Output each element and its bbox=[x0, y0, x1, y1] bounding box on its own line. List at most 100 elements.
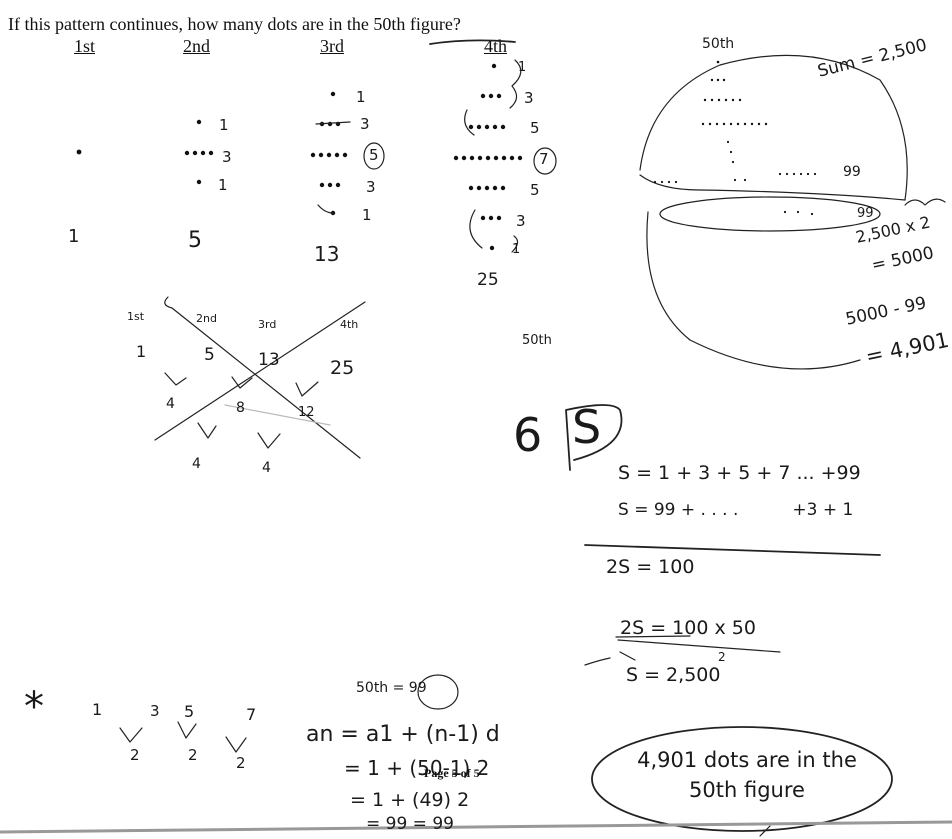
fig3-row3-label: 5 bbox=[369, 146, 379, 164]
fig1-dot bbox=[76, 149, 82, 155]
check-2 bbox=[231, 376, 253, 389]
fig2-row2-label: 3 bbox=[222, 148, 232, 166]
odd-diff-1: 2 bbox=[130, 746, 140, 764]
fig4-hook bbox=[511, 235, 519, 253]
scribble bbox=[584, 651, 636, 666]
fig3-strike bbox=[315, 121, 351, 125]
fig3-circle bbox=[363, 142, 385, 170]
odd-check-2 bbox=[177, 721, 197, 739]
big-figure-ellipse bbox=[659, 196, 881, 232]
fig4-row1-label: 1 bbox=[518, 60, 527, 75]
odd-diff-2: 2 bbox=[188, 746, 198, 764]
fig2-dots bbox=[184, 119, 214, 185]
page-edge bbox=[0, 820, 952, 834]
check-1 bbox=[164, 372, 187, 386]
table-second-diff-2: 4 bbox=[262, 460, 271, 476]
page-footer: Page 5 of 5 bbox=[424, 766, 480, 780]
big-figure-label: 50th bbox=[702, 36, 735, 52]
odd-diff-3: 2 bbox=[236, 754, 246, 772]
big-figure-mid-line bbox=[639, 174, 906, 201]
fig4-row4-label: 7 bbox=[539, 150, 549, 168]
formula-50th: 50th = 99 bbox=[356, 680, 427, 696]
big-figure-bottom-arc bbox=[646, 211, 861, 370]
fig4-row7-label: 1 bbox=[512, 242, 521, 257]
big-figure-99-top: 99 bbox=[843, 164, 861, 180]
big-s: S bbox=[572, 400, 602, 454]
question-text: If this pattern continues, how many dots… bbox=[8, 14, 461, 34]
odd-num-1: 1 bbox=[92, 700, 103, 719]
fig3-row5-label: 1 bbox=[362, 206, 372, 224]
sum-line-4: 2S = 100 x 50 bbox=[620, 617, 756, 639]
star-mark: * bbox=[24, 684, 44, 730]
odd-num-7: 7 bbox=[246, 705, 257, 724]
big-figure-dots bbox=[653, 60, 817, 216]
fig4-brace-top bbox=[509, 59, 522, 109]
sum-line-4-denominator: 2 bbox=[718, 650, 726, 664]
table-second-diff-1: 4 bbox=[192, 456, 201, 472]
overline-stroke bbox=[429, 39, 516, 45]
formula-line-4: = 99 = 99 bbox=[366, 814, 454, 834]
table-val-13: 13 bbox=[258, 350, 280, 370]
circle-99 bbox=[417, 674, 459, 710]
label-50th-mid: 50th bbox=[522, 333, 552, 348]
big-figure-squiggle bbox=[904, 198, 946, 206]
sum-line-2: S = 99 + . . . . +3 + 1 bbox=[618, 500, 854, 520]
check-3 bbox=[295, 381, 319, 397]
odd-check-3 bbox=[225, 736, 247, 753]
answer-text: 4,901 dots are in the 50th figure bbox=[637, 748, 857, 802]
fig2-row3-label: 1 bbox=[218, 176, 228, 194]
fig2-row1-label: 1 bbox=[219, 116, 229, 134]
table-val-25: 25 bbox=[330, 357, 355, 379]
fig3-dots bbox=[310, 91, 348, 216]
table-diff-4: 4 bbox=[166, 396, 175, 412]
fig4-dots bbox=[453, 63, 523, 251]
big-figure-top-arc bbox=[639, 54, 908, 201]
odd-check-1 bbox=[119, 727, 143, 743]
fig4-row6-label: 3 bbox=[516, 212, 526, 230]
odd-num-5: 5 bbox=[184, 702, 195, 721]
fig4-row3-label: 5 bbox=[530, 119, 540, 137]
table-line-diag-1 bbox=[164, 296, 361, 459]
fig3-hook bbox=[317, 204, 334, 214]
formula-line-1: an = a1 + (n-1) d bbox=[306, 722, 500, 747]
fig3-count: 13 bbox=[314, 242, 340, 266]
odd-num-3: 3 bbox=[150, 702, 160, 720]
answer-oval bbox=[591, 726, 893, 832]
big-s-box bbox=[565, 404, 623, 471]
table-ord-3rd: 3rd bbox=[258, 318, 277, 331]
table-val-5: 5 bbox=[204, 345, 215, 365]
answer-tail bbox=[759, 825, 771, 837]
fig3-row1-label: 1 bbox=[356, 88, 366, 106]
big-figure-99-bottom: 99 bbox=[857, 206, 874, 221]
table-ord-1st: 1st bbox=[127, 310, 145, 323]
table-ord-2nd: 2nd bbox=[196, 312, 217, 325]
table-diff-8: 8 bbox=[236, 400, 245, 416]
underline-2s bbox=[615, 635, 691, 638]
header-2nd: 2nd bbox=[183, 36, 210, 56]
sum-divider bbox=[584, 544, 881, 556]
table-diff-12: 12 bbox=[298, 405, 315, 420]
table-ord-4th: 4th bbox=[340, 318, 359, 331]
sum-line-1: S = 1 + 3 + 5 + 7 ... +99 bbox=[618, 462, 861, 484]
fraction-bar bbox=[617, 639, 781, 653]
table-line-faint bbox=[224, 404, 331, 426]
fig3-row4-label: 3 bbox=[366, 178, 376, 196]
header-3rd: 3rd bbox=[320, 36, 344, 56]
fig4-arc-bottom bbox=[469, 209, 483, 249]
table-line-diag-2 bbox=[154, 301, 366, 441]
fig4-row2-label: 3 bbox=[524, 89, 534, 107]
fig4-row5-label: 5 bbox=[530, 181, 540, 199]
fig4-circle bbox=[533, 147, 557, 175]
table-val-1: 1 bbox=[136, 342, 147, 361]
big-6: 6 bbox=[513, 408, 543, 462]
check-5 bbox=[257, 432, 281, 449]
check-4 bbox=[197, 422, 217, 439]
fig1-count: 1 bbox=[68, 226, 80, 247]
sum-line-3: 2S = 100 bbox=[606, 556, 695, 578]
fig3-row2-label: 3 bbox=[360, 115, 370, 133]
header-1st: 1st bbox=[74, 36, 96, 56]
fig2-count: 5 bbox=[188, 228, 202, 253]
formula-line-3: = 1 + (49) 2 bbox=[350, 789, 470, 811]
formula-line-2: = 1 + (50-1) 2 bbox=[344, 756, 490, 780]
